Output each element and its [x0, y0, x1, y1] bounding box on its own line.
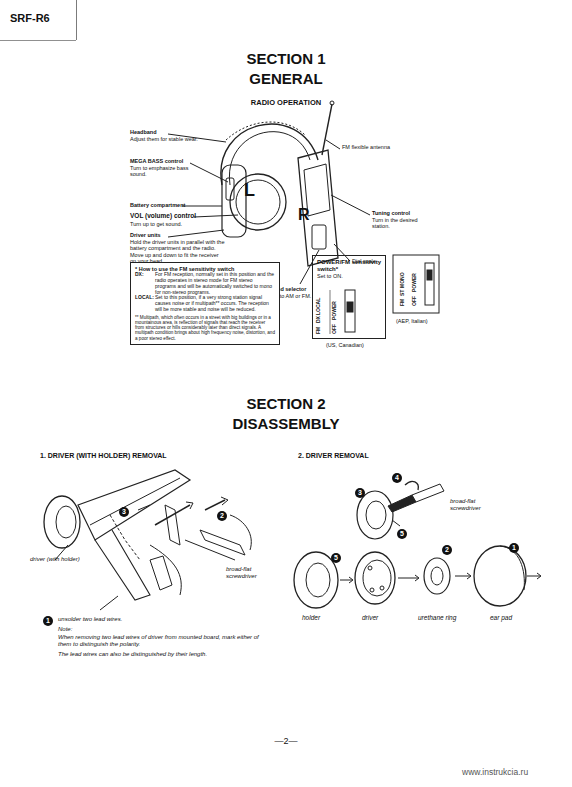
label: Adjust them for stable wear. — [130, 136, 198, 142]
label: (US, Canadian) — [326, 342, 364, 348]
note-box: * How to use the FM sensitivity switchDX… — [130, 262, 280, 345]
label: 2. DRIVER REMOVAL — [298, 452, 369, 460]
switch-position: MONO — [400, 272, 406, 288]
switch-position: ST — [400, 290, 406, 296]
switch-position: OFF — [412, 296, 418, 306]
label: (AEP, Italian) — [396, 318, 428, 324]
text-row: LOCAL:Set to this position, if a very st… — [135, 295, 275, 312]
switch-position: POWER — [412, 273, 418, 292]
label: When removing two lead wires of driver f… — [58, 634, 273, 648]
callout-number: 5 — [331, 553, 341, 563]
label: Hold the driver units in parallel with t… — [130, 239, 226, 264]
callout-number: 3 — [355, 488, 365, 498]
label: The lead wires can also be distinguished… — [58, 651, 278, 658]
callout-number: 3 — [119, 507, 129, 517]
label: RADIO OPERATION — [0, 99, 572, 108]
label: ear pad — [490, 614, 512, 621]
label: www.instrukcia.ru — [462, 768, 528, 778]
callout-number: 2 — [217, 511, 227, 521]
text-row: ** Multipath, which often occurs in a st… — [135, 313, 275, 341]
node-text: ** Multipath, which often occurs in a st… — [135, 315, 275, 341]
label: driver — [362, 614, 378, 621]
label: —2— — [0, 736, 572, 746]
callout-number: 5 — [397, 529, 407, 539]
label: DISASSEMBLY — [0, 415, 572, 432]
text-row: Set to ON. — [317, 273, 381, 279]
node-text: DX: — [135, 272, 155, 295]
label: FM flexible antenna — [342, 144, 390, 150]
label: 1. DRIVER (WITH HOLDER) REMOVAL — [40, 452, 167, 460]
label: urethane ring — [418, 614, 456, 621]
text-row: POWER/FM sensitivity switch* — [317, 259, 381, 273]
header-box: SRF-R6 — [0, 0, 76, 40]
switch-position: LOCAL — [316, 298, 322, 315]
switch-position: POWER — [332, 301, 338, 320]
label: MEGA BASS control — [130, 158, 183, 164]
label: unsolder two lead wires. — [58, 616, 122, 623]
node-text: POWER/FM sensitivity switch* — [317, 259, 381, 273]
switch-position: FM — [316, 327, 322, 334]
label: R — [298, 206, 310, 224]
label: Headband — [130, 129, 157, 135]
label: L — [244, 180, 255, 201]
label: Driver units — [130, 232, 161, 238]
label: holder — [302, 614, 320, 621]
label: Note: — [58, 626, 72, 633]
switch-position: DX — [316, 316, 322, 323]
node-text: Set to this position, if a very strong s… — [155, 295, 275, 312]
node-text: LOCAL: — [135, 295, 155, 312]
label: Turn up to get sound. — [130, 221, 182, 227]
label: Turn to emphasize bass sound. — [130, 165, 192, 178]
label: broad-flat screwdriver — [450, 498, 494, 512]
text-row: SRF-R6 — [10, 12, 76, 25]
label: broad-flat screwdriver — [226, 566, 272, 580]
switch-box: POWER/FM sensitivity switch*Set to ON. — [312, 255, 386, 339]
node-text: Set to ON. — [317, 273, 343, 279]
label: GENERAL — [0, 70, 572, 87]
label: VOL (volume) control — [130, 212, 196, 219]
label: Tuning control — [372, 210, 410, 216]
callout-number: 1 — [43, 616, 53, 626]
text-row: DX:For FM reception, normally set in thi… — [135, 272, 275, 295]
node-text: For FM reception, normally set in this p… — [155, 272, 275, 295]
callout-number: 4 — [392, 473, 402, 483]
label: Battery compartment — [130, 202, 185, 208]
switch-position: FM — [400, 299, 406, 306]
callout-number: 1 — [509, 543, 519, 553]
callout-number: 2 — [442, 545, 452, 555]
label: SECTION 2 — [0, 395, 572, 412]
switch-position: OFF — [332, 324, 338, 334]
label: SECTION 1 — [0, 50, 572, 67]
label: Turn in the desired station. — [372, 217, 427, 230]
label: driver (with holder) — [30, 556, 80, 563]
node-text: SRF-R6 — [10, 12, 50, 25]
